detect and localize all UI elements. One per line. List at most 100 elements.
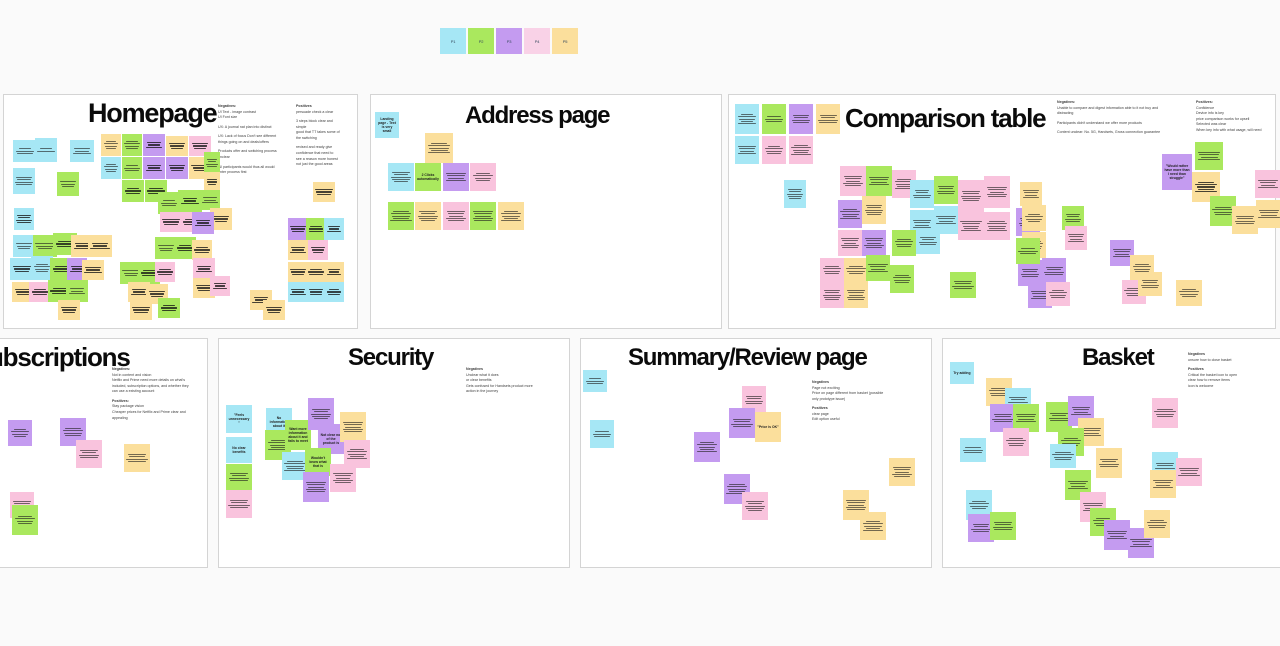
- sticky-note[interactable]: Wouldn't know what that is: [305, 448, 331, 476]
- sticky-note[interactable]: Landing page - Text is very small: [375, 112, 399, 138]
- sticky-note[interactable]: [1020, 182, 1042, 206]
- sticky-note[interactable]: [742, 492, 768, 520]
- sticky-note[interactable]: [33, 235, 57, 257]
- sticky-note[interactable]: [892, 230, 916, 256]
- sticky-note[interactable]: [890, 265, 914, 293]
- sticky-note[interactable]: [470, 202, 496, 230]
- sticky-note[interactable]: [189, 136, 211, 156]
- sticky-note[interactable]: [288, 282, 308, 302]
- sticky-note[interactable]: [82, 260, 104, 280]
- sticky-note[interactable]: [1104, 520, 1130, 550]
- sticky-note[interactable]: [178, 190, 202, 212]
- sticky-note[interactable]: [306, 218, 326, 240]
- sticky-note[interactable]: [101, 157, 121, 179]
- sticky-note[interactable]: [1152, 398, 1178, 428]
- sticky-note[interactable]: No clear benefits: [226, 437, 252, 463]
- sticky-note[interactable]: [1042, 258, 1066, 284]
- sticky-note[interactable]: [820, 258, 844, 282]
- sticky-note[interactable]: [1016, 238, 1040, 264]
- sticky-note[interactable]: [838, 230, 862, 256]
- sticky-note[interactable]: [1232, 206, 1258, 234]
- sticky-note[interactable]: [1018, 260, 1042, 286]
- sticky-note[interactable]: [120, 262, 142, 284]
- sticky-note[interactable]: [1050, 444, 1076, 468]
- sticky-note[interactable]: [840, 166, 866, 196]
- frame-security[interactable]: [218, 338, 570, 568]
- sticky-note[interactable]: [934, 176, 958, 204]
- sticky-note[interactable]: [415, 202, 441, 230]
- sticky-note[interactable]: [303, 472, 329, 502]
- sticky-note[interactable]: [308, 240, 328, 260]
- sticky-note[interactable]: [58, 300, 80, 320]
- sticky-note[interactable]: [226, 490, 252, 518]
- sticky-note[interactable]: [583, 370, 607, 392]
- sticky-note[interactable]: [143, 134, 165, 156]
- sticky-note[interactable]: [263, 300, 285, 320]
- sticky-note[interactable]: [192, 212, 214, 234]
- sticky-note[interactable]: [960, 438, 986, 462]
- sticky-note[interactable]: [990, 512, 1016, 540]
- sticky-note[interactable]: [789, 136, 813, 164]
- sticky-note[interactable]: [1138, 272, 1162, 296]
- sticky-note[interactable]: [862, 196, 886, 224]
- sticky-note[interactable]: [724, 474, 750, 504]
- sticky-note[interactable]: [324, 282, 344, 302]
- sticky-note[interactable]: [470, 163, 496, 191]
- sticky-note[interactable]: [862, 230, 886, 256]
- sticky-note[interactable]: [443, 163, 469, 191]
- sticky-note[interactable]: [193, 258, 215, 280]
- sticky-note[interactable]: [950, 272, 976, 298]
- sticky-note[interactable]: [155, 262, 175, 282]
- sticky-note[interactable]: [174, 237, 196, 259]
- color-swatch-p3[interactable]: P3: [496, 28, 522, 54]
- sticky-note[interactable]: [340, 412, 366, 442]
- sticky-note[interactable]: [1046, 282, 1070, 306]
- color-swatch-p4[interactable]: P4: [524, 28, 550, 54]
- sticky-note[interactable]: [124, 444, 150, 472]
- sticky-note[interactable]: [10, 258, 34, 280]
- color-swatch-p5[interactable]: P5: [552, 28, 578, 54]
- sticky-note[interactable]: [498, 202, 524, 230]
- sticky-note[interactable]: [388, 202, 414, 230]
- sticky-note[interactable]: [1013, 404, 1039, 432]
- sticky-note[interactable]: [590, 420, 614, 448]
- sticky-note[interactable]: [12, 505, 38, 535]
- sticky-note[interactable]: [984, 176, 1010, 208]
- sticky-note[interactable]: [968, 514, 994, 542]
- sticky-note[interactable]: [694, 432, 720, 462]
- sticky-note[interactable]: [1150, 470, 1176, 498]
- sticky-note[interactable]: [76, 440, 102, 468]
- sticky-note[interactable]: [288, 262, 308, 282]
- sticky-note[interactable]: [226, 464, 252, 490]
- sticky-note[interactable]: 2 Clicks automatically: [415, 163, 441, 191]
- sticky-note[interactable]: [984, 212, 1010, 240]
- sticky-note[interactable]: [204, 152, 220, 174]
- sticky-note[interactable]: [990, 404, 1016, 432]
- sticky-note[interactable]: [1022, 205, 1046, 231]
- sticky-note[interactable]: [916, 228, 940, 254]
- sticky-note[interactable]: [35, 138, 57, 162]
- sticky-note[interactable]: [388, 163, 414, 191]
- color-swatch-p2[interactable]: P2: [468, 28, 494, 54]
- sticky-note[interactable]: [313, 182, 335, 202]
- sticky-note[interactable]: [1062, 206, 1084, 230]
- sticky-note[interactable]: [166, 136, 188, 156]
- sticky-note[interactable]: [784, 180, 806, 208]
- sticky-note[interactable]: [13, 140, 37, 162]
- sticky-note[interactable]: [844, 282, 868, 308]
- sticky-note[interactable]: [193, 278, 215, 298]
- sticky-note[interactable]: [958, 180, 984, 212]
- sticky-note[interactable]: [306, 262, 326, 282]
- sticky-note[interactable]: [1256, 200, 1280, 228]
- sticky-note[interactable]: [1003, 428, 1029, 456]
- sticky-note[interactable]: [210, 276, 230, 296]
- sticky-note[interactable]: [160, 212, 182, 232]
- sticky-note[interactable]: [910, 180, 934, 208]
- sticky-note[interactable]: [816, 104, 840, 134]
- sticky-note[interactable]: [324, 218, 344, 240]
- sticky-note[interactable]: [66, 280, 88, 302]
- sticky-note[interactable]: [1176, 458, 1202, 486]
- color-swatch-p1[interactable]: P1: [440, 28, 466, 54]
- sticky-note[interactable]: [13, 235, 35, 257]
- sticky-note[interactable]: [128, 282, 150, 302]
